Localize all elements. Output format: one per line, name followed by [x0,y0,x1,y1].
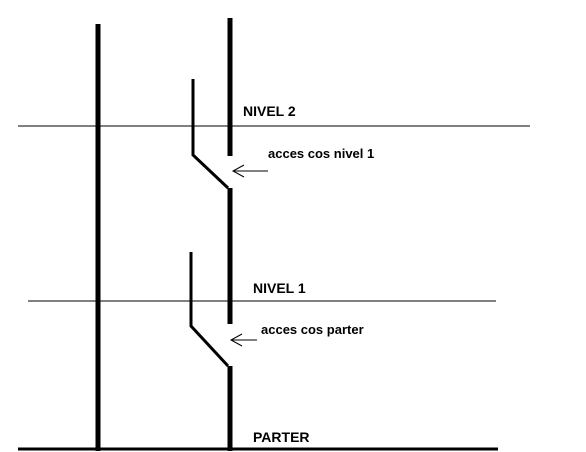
label-access-parter: acces cos parter [261,322,364,337]
label-nivel-1: NIVEL 1 [253,280,306,296]
label-access-nivel-1: acces cos nivel 1 [268,146,374,161]
access-ramp-lower [189,252,230,368]
label-nivel-2: NIVEL 2 [243,103,296,119]
access-ramp-upper [191,79,230,190]
arrow-access-lower [229,333,257,347]
arrow-access-upper [231,164,268,178]
label-parter: PARTER [253,429,310,445]
